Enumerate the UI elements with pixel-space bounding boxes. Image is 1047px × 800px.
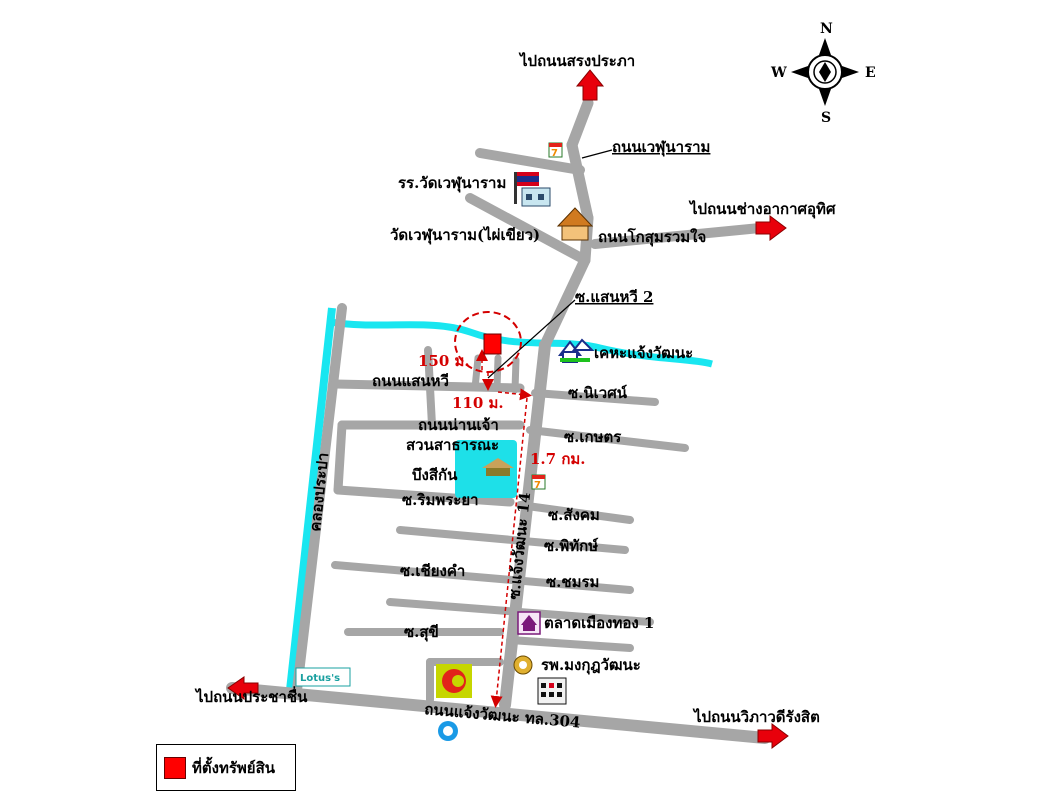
seven-eleven-icon-top: 7 <box>548 142 563 159</box>
arrow-west <box>227 676 259 700</box>
label-park-line2: บึงสีกัน <box>412 466 458 484</box>
direction-arrows <box>227 69 789 749</box>
label-dist-17: 1.7 กม. <box>530 450 586 468</box>
distance-lines <box>476 349 532 708</box>
legend-box: ที่ตั้งทรัพย์สิน <box>156 744 296 791</box>
hospital-logo-icon <box>513 655 533 675</box>
label-soi-rimphraya: ซ.ริมพระยา <box>402 491 479 509</box>
compass-w: W <box>770 65 787 81</box>
property-highlight-ellipse <box>454 311 522 373</box>
label-hospital: รพ.มงกุฎวัฒนะ <box>541 656 641 675</box>
label-soi-saenkhri2: ซ.แสนหวี 2 <box>575 288 653 306</box>
temple-icon <box>556 207 594 241</box>
gazebo-icon <box>482 458 514 476</box>
label-market: ตลาดเมืองทอง 1 <box>544 614 654 632</box>
big-c-store-icon <box>436 664 472 698</box>
compass-s: S <box>821 110 831 126</box>
legend-swatch <box>164 756 186 779</box>
label-khlong-prapa: คลองประปา <box>306 452 332 533</box>
school-icon <box>514 172 551 207</box>
label-road-nangchao: ถนนน่านเจ้า <box>418 416 499 434</box>
road-network <box>226 97 771 744</box>
legend-label: ที่ตั้งทรัพย์สิน <box>192 758 275 777</box>
arrow-east-upper <box>755 215 787 241</box>
label-soi-phithak: ซ.พิทักษ์ <box>544 537 599 555</box>
label-dest-east-upper: ไปถนนช่างอากาศอุทิศ <box>688 199 836 219</box>
label-soi-chomrom: ซ.ชมรม <box>546 573 599 591</box>
label-road-wephu: ถนนเวฬุนาราม <box>612 138 710 157</box>
lotus-store-label: Lotus's <box>300 673 340 684</box>
label-dest-north: ไปถนนสรงประภา <box>518 51 635 70</box>
label-park-line1: สวนสาธารณะ <box>406 436 499 454</box>
label-dist-150: 150 ม. <box>418 352 470 370</box>
label-road-khosum: ถนนโกสุมรวมใจ <box>598 227 706 247</box>
svg-text:7: 7 <box>534 480 541 491</box>
label-dest-east-lower: ไปถนนวิภาวดีรังสิต <box>692 707 820 726</box>
leader-lines <box>487 149 613 379</box>
label-dest-west: ไปถนนประชาชื่น <box>194 686 308 706</box>
compass-e: E <box>865 65 876 81</box>
housing-icon <box>557 338 595 363</box>
svg-text:7: 7 <box>551 148 558 159</box>
seven-eleven-icon-lower: 7 <box>531 474 546 491</box>
lotus-store-icon: Lotus's <box>295 667 351 687</box>
compass-rose-icon: N S W E <box>770 21 876 126</box>
label-soi-sukhi: ซ.สุขี <box>404 623 439 642</box>
label-soi-kaset: ซ.เกษตร <box>564 428 622 446</box>
hospital-building-icon <box>537 677 567 705</box>
property-marker <box>483 333 502 355</box>
compass-n: N <box>820 21 833 37</box>
label-soi-sangkhom: ซ.สังคม <box>548 506 600 524</box>
bank-logo-icon <box>438 721 458 741</box>
label-housing: เคหะแจ้งวัฒนะ <box>594 344 693 362</box>
label-soi-chiangkham: ซ.เชียงคำ <box>400 562 465 580</box>
arrow-east-lower <box>757 723 789 749</box>
arrow-north <box>575 69 605 101</box>
label-temple: วัดเวฬุนาราม(ไผ่เขียว) <box>390 225 540 245</box>
market-icon <box>517 611 541 635</box>
label-dist-110: 110 ม. <box>452 394 504 412</box>
label-road-saenkhri: ถนนแสนหวี <box>372 372 449 390</box>
canal-khlong-prapa <box>286 307 336 691</box>
label-school: รร.วัดเวฬุนาราม <box>398 174 506 193</box>
label-soi-niwet: ซ.นิเวศน์ <box>568 384 628 402</box>
